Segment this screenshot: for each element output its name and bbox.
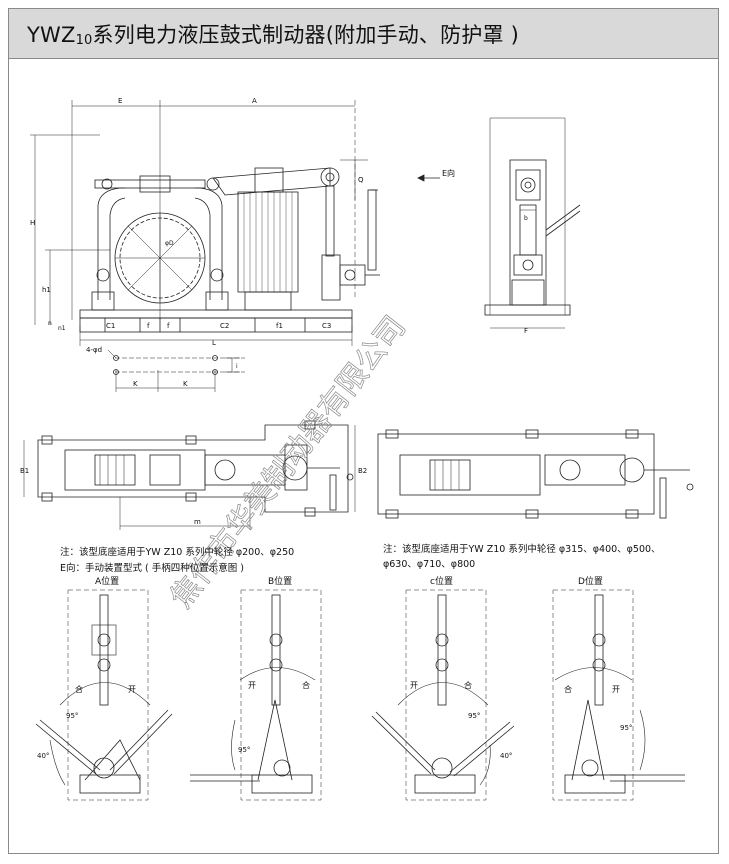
note-large-base-2: φ630、φ710、φ800 bbox=[383, 559, 476, 570]
position-diagram-C bbox=[371, 589, 515, 801]
position-B-close: 合 bbox=[302, 680, 310, 690]
bolt-pattern bbox=[107, 349, 245, 392]
dim-n1: n1 bbox=[58, 325, 66, 332]
dim-H: H bbox=[30, 219, 35, 227]
dim-C2: C2 bbox=[220, 322, 229, 330]
dim-i: i bbox=[236, 363, 238, 370]
position-label-D: D位置 bbox=[578, 575, 603, 587]
dim-C3: C3 bbox=[322, 322, 331, 330]
dim-f-right: f bbox=[167, 322, 170, 330]
position-label-A: A位置 bbox=[95, 575, 119, 587]
dim-h1: h1 bbox=[42, 286, 51, 294]
position-C-angle: 95° bbox=[468, 712, 480, 720]
dim-L: L bbox=[212, 339, 216, 347]
position-diagram-A bbox=[35, 589, 173, 801]
plan-view-small bbox=[23, 420, 356, 530]
page-frame: YWZ10系列电力液压鼓式制动器(附加手动、防护罩 ) bbox=[8, 8, 719, 854]
position-A-open: 开 bbox=[128, 685, 136, 694]
dim-b: b bbox=[524, 215, 528, 222]
position-B-angle: 95° bbox=[238, 746, 250, 754]
dim-K-1: K bbox=[133, 380, 138, 388]
note-large-base-1: 注：该型底座适用于YW Z10 系列中轮径 φ315、φ400、φ500、 bbox=[383, 544, 661, 555]
side-view bbox=[484, 117, 581, 329]
position-label-B: B位置 bbox=[268, 575, 292, 587]
position-D-open: 开 bbox=[612, 685, 620, 694]
dim-m: m bbox=[194, 518, 201, 526]
dim-F: F bbox=[524, 327, 528, 335]
position-C-open: 开 bbox=[410, 681, 418, 690]
dim-K-2: K bbox=[183, 380, 188, 388]
plan-view-large bbox=[377, 429, 694, 519]
position-diagram-B bbox=[190, 589, 322, 801]
dim-n: n bbox=[48, 320, 52, 327]
position-diagram-D bbox=[552, 589, 685, 801]
note-small-base: 注：该型底座适用于YW Z10 系列中轮径 φ200、φ250 bbox=[60, 547, 295, 558]
position-A-close: 合 bbox=[75, 684, 83, 694]
dim-Q: Q bbox=[358, 176, 364, 184]
position-C-angle2: 40° bbox=[500, 752, 512, 760]
dim-4-phi-d: 4-φd bbox=[86, 346, 102, 354]
position-D-angle: 95° bbox=[620, 724, 632, 732]
dim-phiD: φD bbox=[165, 240, 174, 247]
position-D-close: 合 bbox=[564, 684, 572, 694]
dim-B2: B2 bbox=[358, 467, 367, 475]
position-label-C: c位置 bbox=[430, 575, 453, 587]
position-A-angle2: 40° bbox=[37, 752, 49, 760]
note-e-direction: E向：手动装置型式 ( 手柄四种位置示意图 ) bbox=[60, 563, 244, 574]
page-title: YWZ10系列电力液压鼓式制动器(附加手动、防护罩 ) bbox=[27, 23, 519, 48]
dim-A: A bbox=[252, 97, 257, 105]
dim-B1: B1 bbox=[20, 467, 29, 475]
position-C-close: 合 bbox=[464, 680, 472, 690]
dim-f1: f1 bbox=[276, 322, 283, 330]
front-view bbox=[30, 100, 440, 346]
label-E-direction: E向 bbox=[442, 168, 455, 178]
title-bar: YWZ10系列电力液压鼓式制动器(附加手动、防护罩 ) bbox=[9, 9, 718, 59]
dim-C1: C1 bbox=[106, 322, 115, 330]
dim-E: E bbox=[118, 97, 122, 105]
position-A-angle: 95° bbox=[66, 712, 78, 720]
position-B-open: 开 bbox=[248, 681, 256, 690]
dim-f-left: f bbox=[147, 322, 150, 330]
